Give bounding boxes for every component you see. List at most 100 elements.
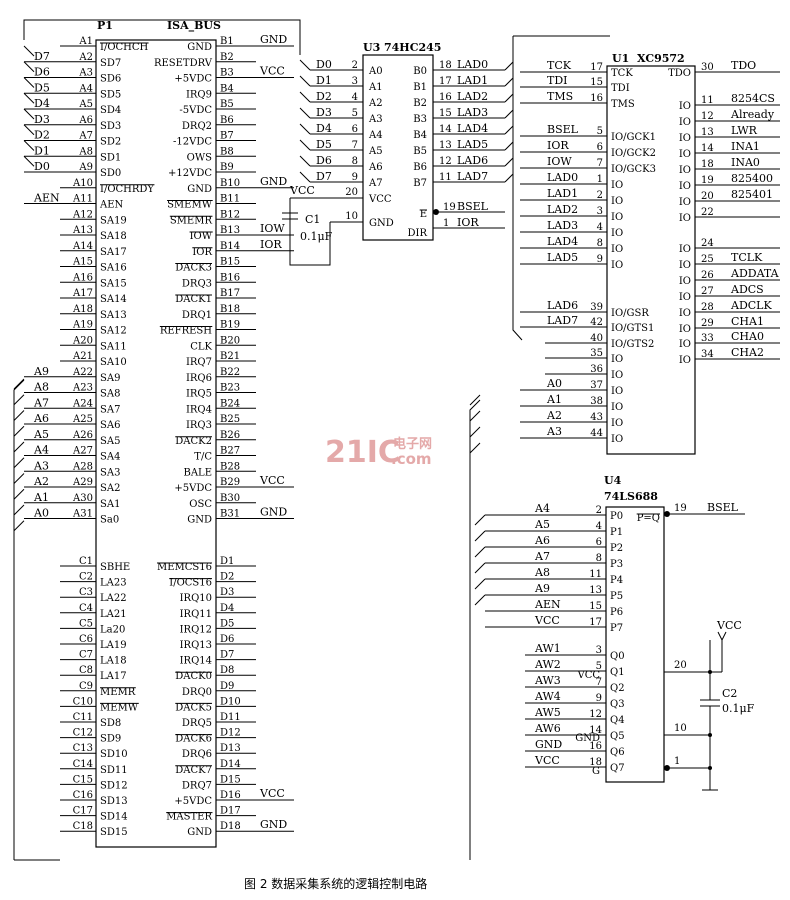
p1-b-pin-num: B2	[220, 52, 234, 63]
p1-a-pin-sig: SA4	[100, 452, 120, 463]
p1-b-pin-num: B19	[220, 320, 240, 331]
u4-p-sig: P7	[610, 623, 623, 634]
u1-left-net: IOW	[547, 155, 572, 168]
c2-ref: C2	[722, 687, 737, 700]
p1-c-pin-sig: SD10	[100, 749, 128, 760]
u3-out-net: LAD2	[457, 90, 488, 103]
p1-c-pin-sig: LA19	[100, 640, 127, 651]
p1-d-pin-num: D11	[220, 712, 241, 723]
u1-left-net: LAD1	[547, 187, 578, 200]
p1-b-pin-num: B10	[220, 178, 240, 189]
u3-in-sig: A2	[368, 98, 383, 109]
bus-entry	[13, 488, 25, 500]
p1-b-pin-sig: DACK1	[175, 294, 212, 305]
u1-left-pin: 40	[590, 333, 603, 344]
u3-out-sig: B1	[413, 82, 427, 93]
p1-a-net-label: A9	[33, 365, 49, 378]
p1-b-pin-num: B30	[220, 493, 240, 504]
u1-left-pin: 38	[590, 396, 603, 407]
u1-left-sig: IO	[611, 244, 623, 255]
u1-right-sig: IO	[679, 133, 691, 144]
p1-c-pin-sig: SBHE	[100, 562, 130, 573]
bus-entry	[23, 61, 35, 73]
u3-in-pin: 6	[352, 124, 358, 135]
u4-p-net: A7	[534, 550, 550, 563]
p1-a-pin-sig: SA15	[100, 278, 127, 289]
u3-in-pin: 5	[352, 108, 358, 119]
p1-b-pin-num: B7	[220, 131, 234, 142]
p1-a-pin-sig: I/OCHRDY	[100, 184, 154, 195]
p1-c-pin-num: C17	[73, 806, 93, 817]
p1-a-pin-num: A14	[72, 241, 93, 252]
u1-right-sig: IO	[679, 149, 691, 160]
u4-gnd-pin: 10	[674, 723, 687, 734]
u4-p-net: A9	[534, 582, 550, 595]
p1-c-pin-num: C1	[79, 556, 93, 567]
u1-left-pin: 15	[590, 77, 603, 88]
u3-in-sig: A7	[368, 178, 383, 189]
u1-right-sig: IO	[679, 101, 691, 112]
u3-in-sig: A5	[368, 146, 383, 157]
p1-d-pin-sig: IRQ11	[180, 609, 212, 620]
p1-a-pin-num: A7	[78, 131, 93, 142]
p1-b-pin-num: B9	[220, 162, 234, 173]
p1-d-pin-num: D5	[220, 618, 234, 629]
u1-right-sig: IO	[679, 276, 691, 287]
u1-left-sig: IO	[611, 418, 623, 429]
p1-d-pin-sig: IRQ12	[180, 624, 212, 635]
u1-left-net: LAD0	[547, 171, 578, 184]
u1-right-pin: 20	[701, 191, 714, 202]
u1-right-net: CHA1	[731, 315, 764, 328]
p1-b-pin-sig: IRQ5	[186, 389, 212, 400]
u1-left-pin: 39	[590, 302, 603, 313]
p1-b-pin-sig: IRQ4	[186, 404, 212, 415]
u1-left-sig: IO	[611, 370, 623, 381]
u4-q-net: AW4	[534, 690, 561, 703]
p1-b-pin-sig: DACK3	[175, 263, 212, 274]
u1-right-net: ADDATA	[730, 267, 780, 280]
u4-p-sig: P3	[610, 559, 623, 570]
u3-out-sig: B2	[413, 98, 427, 109]
u1-left-pin: 36	[590, 364, 603, 375]
u1-right-sig: IO	[679, 181, 691, 192]
u3-cap-loop	[289, 198, 331, 266]
u1-left-pin: 9	[597, 254, 603, 265]
bus-entry	[474, 562, 486, 574]
p1-d-pin-sig: DACK7	[175, 765, 212, 776]
u1-right-pin: 12	[701, 111, 714, 122]
p1-c-pin-num: C9	[79, 681, 93, 692]
p1-a-pin-num: A12	[72, 209, 93, 220]
p1-a-pin-num: A3	[78, 68, 93, 79]
u1-left-sig: IO/GCK2	[611, 148, 656, 159]
u3-in-net: D2	[316, 90, 332, 103]
p1-d-pin-sig: IRQ14	[180, 656, 212, 667]
p1-c-pin-num: C7	[79, 650, 93, 661]
p1-a-pin-num: A8	[78, 146, 93, 157]
bus-entry	[23, 45, 35, 57]
u1-right-pin: 14	[701, 143, 714, 154]
p1-d-pin-sig: DRQ0	[182, 687, 212, 698]
u4-q-net: VCC	[534, 754, 560, 767]
u1-right-pin: 27	[701, 286, 714, 297]
u3-in-pin: 3	[352, 76, 358, 87]
p1-a-pin-num: A4	[78, 83, 93, 94]
bus-entry	[13, 504, 25, 516]
bus-entry	[13, 457, 25, 469]
u3-dir-sig: DIR	[408, 228, 428, 239]
p1-a-pin-sig: SA14	[100, 294, 127, 305]
u1-right-net: ADCLK	[730, 299, 772, 312]
u1-left-net: A2	[546, 409, 562, 422]
u4-q-net: GND	[535, 738, 562, 751]
p1-b-pin-num: B16	[220, 272, 240, 283]
u1-right-net: INA0	[731, 156, 760, 169]
u3-in-sig: A1	[368, 82, 383, 93]
p1-a-pin-sig: SA11	[100, 341, 127, 352]
u4-q-pin: 3	[596, 645, 602, 656]
p1-a-pin-num: A1	[78, 36, 93, 47]
u4-q-pin: 18	[589, 757, 602, 768]
junction-dot	[708, 766, 712, 770]
p1-b-pin-num: B29	[220, 477, 240, 488]
u1-left-pin: 42	[590, 317, 603, 328]
p1-a-net-label: AEN	[33, 192, 60, 205]
